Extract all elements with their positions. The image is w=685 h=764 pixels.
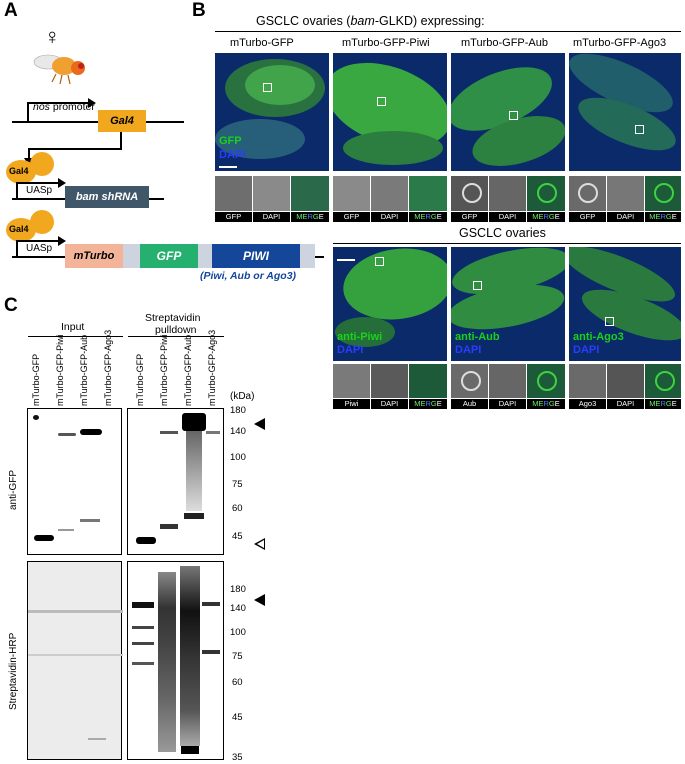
thumb-tag-merge-3: MERGE bbox=[527, 212, 565, 222]
anti-aub-label: anti-Aub bbox=[455, 331, 500, 343]
gal4-gene-box: Gal4 bbox=[98, 110, 146, 132]
blot-label-anti-gfp: anti-GFP bbox=[8, 469, 19, 510]
blot-strep-pulldown bbox=[127, 561, 224, 760]
thumb-tag-gfp-2: GFP bbox=[333, 212, 370, 222]
column-title-3: mTurbo-GFP-Aub bbox=[461, 37, 549, 49]
lane-label-input-1: mTurbo-GFP bbox=[31, 353, 41, 406]
gal4-protein-2: Gal4 bbox=[9, 224, 29, 234]
column-title-4: mTurbo-GFP-Ago3 bbox=[573, 37, 667, 49]
mw-top-75: 75 bbox=[232, 479, 243, 490]
thumb-tag-merge-5: MERGE bbox=[409, 399, 447, 409]
micrograph-mturbo-gfp: GFP DAPI bbox=[215, 53, 329, 171]
uasp-label-2: UASp bbox=[26, 243, 53, 254]
mw-top-140: 140 bbox=[230, 426, 246, 437]
thumb-tag-gfp-3: GFP bbox=[451, 212, 488, 222]
thumb-tag-dapi-3: DAPI bbox=[489, 212, 526, 222]
thumb-tag-merge-6: MERGE bbox=[527, 399, 565, 409]
blot-anti-gfp-input bbox=[27, 408, 122, 555]
mw-top-100: 100 bbox=[230, 452, 246, 463]
group-label-pulldown-2: pulldown bbox=[155, 324, 197, 336]
panel-label-b: B bbox=[192, 0, 206, 21]
thumb-tag-dapi-6: DAPI bbox=[489, 399, 526, 409]
thumb-tag-dapi-2: DAPI bbox=[371, 212, 408, 222]
anti-piwi-label: anti-Piwi bbox=[337, 331, 383, 343]
lane-label-input-2: mTurbo-GFP-Piwi bbox=[55, 334, 65, 406]
mturbo-box: mTurbo bbox=[65, 244, 123, 268]
panel-b-title-rule bbox=[215, 31, 681, 32]
dapi-label-piwi: DAPI bbox=[337, 344, 364, 356]
lane-label-pulldown-3: mTurbo-GFP-Aub bbox=[183, 334, 193, 406]
panel-b-title: GSCLC ovaries (bam-GLKD) expressing: bbox=[256, 14, 485, 28]
micrograph-anti-ago3: anti-Ago3 DAPI bbox=[569, 247, 681, 361]
arrowhead-fusion-bottom bbox=[254, 594, 265, 606]
mw-bottom-45: 45 bbox=[232, 712, 243, 723]
gal4-protein-1: Gal4 bbox=[9, 166, 29, 176]
lane-label-input-4: mTurbo-GFP-Ago3 bbox=[103, 329, 113, 406]
group-label-pulldown-1: Streptavidin bbox=[145, 312, 201, 324]
piwi-box: PIWI bbox=[212, 244, 300, 268]
thumb-tag-dapi-5: DAPI bbox=[371, 399, 408, 409]
thumb-tag-aub: Aub bbox=[451, 399, 488, 409]
group-label-input: Input bbox=[61, 321, 85, 333]
thumb-tag-merge-7: MERGE bbox=[645, 399, 681, 409]
column-title-2: mTurbo-GFP-Piwi bbox=[342, 37, 430, 49]
piwi-variants-note: (Piwi, Aub or Ago3) bbox=[200, 270, 297, 282]
dapi-channel-label: DAPI bbox=[219, 149, 246, 161]
thumb-tag-merge-2: MERGE bbox=[409, 212, 447, 222]
micrograph-mturbo-gfp-piwi bbox=[333, 53, 447, 171]
micrograph-anti-aub: anti-Aub DAPI bbox=[451, 247, 565, 361]
blot-label-streptavidin-hrp: Streptavidin-HRP bbox=[8, 632, 19, 710]
panel-label-c: C bbox=[4, 295, 18, 316]
lane-label-pulldown-1: mTurbo-GFP bbox=[135, 353, 145, 406]
promoter-arrow-1 bbox=[27, 102, 29, 121]
mw-bottom-75: 75 bbox=[232, 651, 243, 662]
fly-icon bbox=[33, 54, 85, 85]
mw-bottom-180: 180 bbox=[230, 584, 246, 595]
thumb-tag-gfp-4: GFP bbox=[569, 212, 606, 222]
lane-label-pulldown-2: mTurbo-GFP-Piwi bbox=[159, 334, 169, 406]
panel-b-title-2: GSCLC ovaries bbox=[459, 226, 546, 240]
thumb-tag-ago3: Ago3 bbox=[569, 399, 606, 409]
blot-strep-input bbox=[27, 561, 123, 760]
panel-label-a: A bbox=[4, 0, 18, 21]
column-title-1: mTurbo-GFP bbox=[230, 37, 294, 49]
micrograph-mturbo-gfp-ago3 bbox=[569, 53, 681, 171]
lane-label-pulldown-4: mTurbo-GFP-Ago3 bbox=[207, 329, 217, 406]
blot-anti-gfp-pulldown bbox=[127, 408, 224, 555]
thumb-tag-dapi-1: DAPI bbox=[253, 212, 290, 222]
scale-bar-2 bbox=[337, 259, 355, 261]
gfp-channel-label: GFP bbox=[219, 135, 242, 147]
mw-bottom-100: 100 bbox=[230, 627, 246, 638]
thumb-tag-piwi: Piwi bbox=[333, 399, 370, 409]
dapi-label-aub: DAPI bbox=[455, 344, 482, 356]
thumb-tag-gfp-1: GFP bbox=[215, 212, 252, 222]
gfp-box: GFP bbox=[140, 244, 198, 268]
mw-top-45: 45 bbox=[232, 531, 243, 542]
scale-bar bbox=[219, 166, 237, 168]
thumb-tag-dapi-7: DAPI bbox=[607, 399, 644, 409]
panel-b-title-2-rule bbox=[333, 243, 681, 244]
group-rule-pulldown bbox=[128, 336, 224, 337]
mw-bottom-140: 140 bbox=[230, 603, 246, 614]
nos-promoter-label: nos promoter bbox=[33, 101, 95, 113]
group-rule-input bbox=[28, 336, 123, 337]
micrograph-anti-piwi: anti-Piwi DAPI bbox=[333, 247, 447, 361]
thumb-tag-merge-1: MERGE bbox=[291, 212, 329, 222]
kda-label: (kDa) bbox=[230, 391, 255, 402]
mw-bottom-60: 60 bbox=[232, 677, 243, 688]
bam-shrna-box: bam shRNA bbox=[65, 186, 149, 208]
female-symbol: ♀ bbox=[44, 24, 61, 49]
lane-label-input-3: mTurbo-GFP-Aub bbox=[79, 334, 89, 406]
micrograph-mturbo-gfp-aub bbox=[451, 53, 565, 171]
thumb-tag-dapi-4: DAPI bbox=[607, 212, 644, 222]
anti-ago3-label: anti-Ago3 bbox=[573, 331, 624, 343]
mw-top-180: 180 bbox=[230, 405, 246, 416]
mw-top-60: 60 bbox=[232, 503, 243, 514]
arrowhead-fusion-top bbox=[254, 418, 265, 430]
dapi-label-ago3: DAPI bbox=[573, 344, 600, 356]
mw-bottom-35: 35 bbox=[232, 752, 243, 763]
uasp-label-1: UASp bbox=[26, 185, 53, 196]
thumb-tag-merge-4: MERGE bbox=[645, 212, 681, 222]
